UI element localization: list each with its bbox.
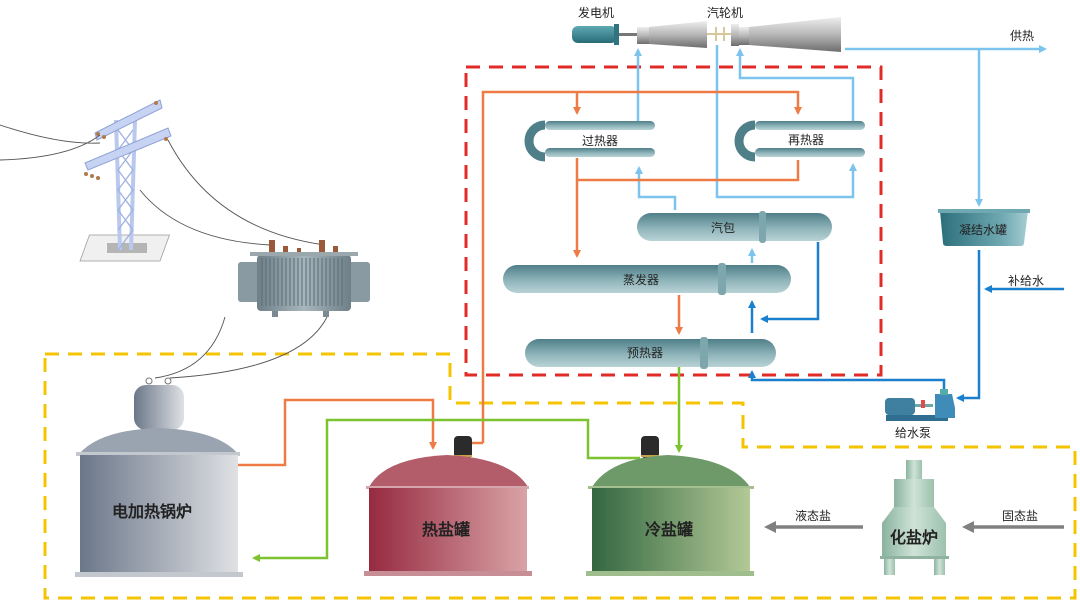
turbine-label: 汽轮机: [707, 5, 743, 20]
condensate-tank: [938, 209, 1030, 246]
steam-generation-boundary: [464, 65, 883, 377]
salt-melter: [880, 460, 949, 575]
reheater-label: 再热器: [788, 133, 824, 147]
hot-salt-tank-label: 热盐罐: [422, 520, 470, 539]
feed-pump-label: 给水泵: [895, 426, 931, 440]
preheater: [525, 337, 776, 369]
transmission-tower: [79, 99, 172, 262]
hot-salt-lines: [238, 90, 802, 467]
reheater: [734, 120, 865, 162]
generator-label: 发电机: [578, 5, 614, 20]
electric-boiler-label: 电加热锅炉: [112, 502, 192, 521]
condensate-tank-label: 凝结水罐: [959, 222, 1007, 237]
electric-boiler: [75, 377, 243, 577]
liquid-salt-label: 液态盐: [795, 508, 831, 523]
cold-salt-lines: [252, 367, 683, 562]
makeup-water-label: 补给水: [1008, 274, 1044, 288]
evaporator-label: 蒸发器: [623, 272, 659, 287]
feed-pump: [885, 389, 955, 421]
salt-melter-label: 化盐炉: [890, 528, 938, 547]
steam-drum: [637, 211, 832, 243]
cold-salt-tank: [586, 436, 754, 576]
steam-turbine: [637, 17, 841, 52]
cold-salt-tank-label: 冷盐罐: [645, 520, 693, 539]
feedwater-lines: [748, 242, 1064, 402]
hot-salt-tank: [364, 436, 532, 576]
drum-label: 汽包: [711, 220, 735, 235]
preheater-label: 预热器: [627, 346, 663, 360]
generator: [572, 24, 637, 45]
superheater: [524, 120, 655, 162]
superheater-label: 过热器: [582, 134, 618, 148]
power-lines: [0, 124, 328, 379]
storage-system-boundary: [43, 352, 1077, 600]
transformer: [238, 240, 370, 317]
evaporator: [503, 263, 791, 295]
heat-supply-label: 供热: [1010, 29, 1034, 43]
steam-lines: [634, 45, 1047, 263]
solid-salt-label: 固态盐: [1002, 509, 1038, 523]
